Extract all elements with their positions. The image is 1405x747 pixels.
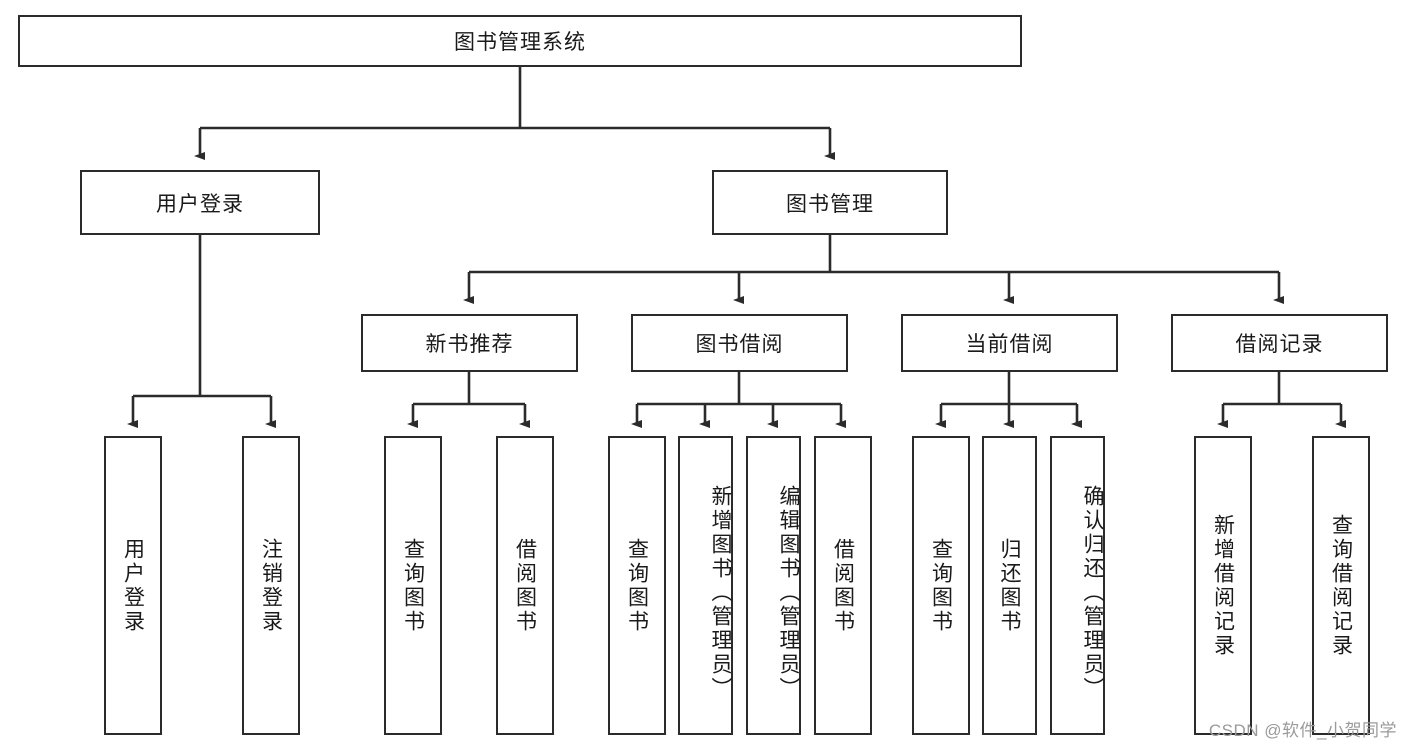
node-label: 图书管理 — [786, 192, 874, 216]
node-leaf-query-book-recommend[interactable]: 查询图书 — [384, 436, 442, 735]
node-new-book-recommend[interactable]: 新书推荐 — [361, 314, 578, 372]
node-user-login[interactable]: 用户登录 — [80, 170, 320, 235]
node-label: 借阅记录 — [1235, 333, 1324, 356]
node-label: 归还图书 — [998, 537, 1021, 634]
node-label: 编辑图书（管理员） — [777, 484, 800, 701]
node-label: 借阅图书 — [831, 537, 855, 634]
node-leaf-query-borrow-record[interactable]: 查询借阅记录 — [1312, 436, 1370, 735]
node-leaf-edit-book-admin[interactable]: 编辑图书（管理员） — [746, 436, 801, 735]
node-label: 查询图书 — [929, 537, 953, 634]
node-leaf-user-login[interactable]: 用户登录 — [104, 436, 162, 735]
node-label: 图书借阅 — [695, 333, 784, 356]
node-current-borrow[interactable]: 当前借阅 — [901, 314, 1118, 372]
node-borrow-record[interactable]: 借阅记录 — [1171, 314, 1388, 372]
node-label: 查询图书 — [401, 537, 425, 634]
node-label: 新增借阅记录 — [1211, 513, 1235, 658]
node-leaf-return-book[interactable]: 归还图书 — [982, 436, 1037, 735]
node-label: 用户登录 — [121, 537, 145, 634]
csdn-watermark: CSDN @软件_小贺同学 — [1208, 721, 1397, 740]
node-leaf-add-borrow-record[interactable]: 新增借阅记录 — [1194, 436, 1252, 735]
node-book-borrow[interactable]: 图书借阅 — [631, 314, 848, 372]
node-book-management[interactable]: 图书管理 — [712, 170, 948, 235]
node-label: 注销登录 — [259, 537, 283, 634]
node-root-library-system[interactable]: 图书管理系统 — [18, 15, 1022, 67]
node-leaf-borrow-book-recommend[interactable]: 借阅图书 — [496, 436, 554, 735]
node-label: 图书管理系统 — [454, 31, 586, 54]
node-leaf-logout[interactable]: 注销登录 — [242, 436, 300, 735]
node-label: 借阅图书 — [513, 537, 537, 634]
node-label: 新增图书（管理员） — [709, 484, 732, 701]
node-label: 新书推荐 — [425, 333, 514, 356]
node-label: 确认归还（管理员） — [1081, 484, 1104, 701]
node-leaf-query-book-borrow[interactable]: 查询图书 — [608, 436, 666, 735]
node-label: 查询图书 — [625, 537, 649, 634]
node-leaf-borrow-book[interactable]: 借阅图书 — [814, 436, 872, 735]
node-label: 当前借阅 — [965, 333, 1054, 356]
node-leaf-add-book-admin[interactable]: 新增图书（管理员） — [678, 436, 733, 735]
node-label: 用户登录 — [156, 192, 244, 216]
node-leaf-query-book-current[interactable]: 查询图书 — [912, 436, 970, 735]
node-leaf-confirm-return-admin[interactable]: 确认归还（管理员） — [1050, 436, 1105, 735]
node-label: 查询借阅记录 — [1329, 513, 1353, 658]
